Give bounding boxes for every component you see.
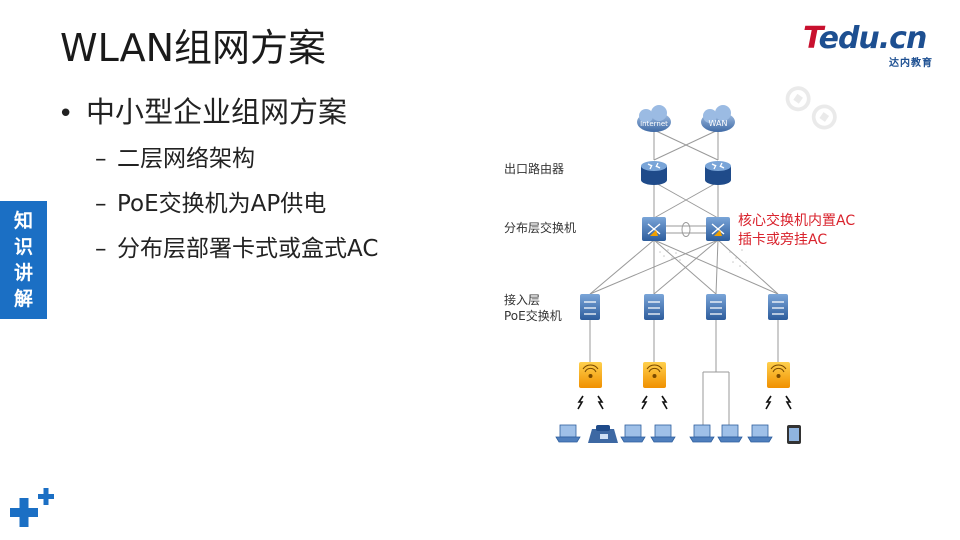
cloud-internet-icon: Internet [637,105,671,132]
distribution-switch-icon [706,217,730,241]
cloud-wan-icon: WAN [701,105,735,132]
knowledge-tab: 知 识 讲 解 [0,201,47,319]
note-ac-card: 插卡或旁挂AC [738,232,828,248]
distribution-switch-icon [642,217,666,241]
ip-phone-icon [588,425,618,443]
side-tab-char: 知 [13,210,33,232]
cloud-internet-label: Internet [640,120,668,128]
plus-decoration-icon [10,488,54,527]
laptop-icons [555,424,773,443]
bullet-dot: • [58,99,74,129]
label-access-layer: 接入层 [504,293,541,307]
wireless-signal-icons [577,395,792,410]
cloud-wan-label: WAN [709,119,728,128]
slide-title: WLAN组网方案 [60,26,327,70]
laptop-icon [717,424,743,443]
bullet-dash: – [95,191,107,217]
network-links [589,129,779,425]
side-tab-char: 解 [13,288,33,310]
access-point-icon [579,362,602,388]
laptop-icon [555,424,581,443]
tablet-icon [787,425,801,444]
access-point-icon [643,362,666,388]
bullet-dash: – [95,146,107,172]
ac-haze [659,249,747,267]
tedu-logo: Tedu.cn 达内教育 [803,21,935,70]
label-poe-switch: PoE交换机 [504,309,562,323]
access-switch-icon [706,294,726,320]
sub-bullet-2: –PoE交换机为AP供电 [95,188,326,220]
bullet-main: •中小型企业组网方案 [58,92,347,134]
access-switch-icon [580,294,600,320]
logo-subtitle: 达内教育 [889,58,933,69]
side-tab-char: 讲 [13,262,33,284]
side-tab-char: 识 [13,236,33,258]
router-icon [705,161,731,185]
sub-bullet-1: –二层网络架构 [95,143,255,175]
access-switch-icon [644,294,664,320]
laptop-icon [747,424,773,443]
laptop-icon [620,424,646,443]
access-point-icon [767,362,790,388]
note-core-switch-ac: 核心交换机内置AC [738,213,856,229]
label-egress-router: 出口路由器 [504,162,565,176]
sub-bullet-3: –分布层部署卡式或盒式AC [95,233,378,265]
label-distribution-switch: 分布层交换机 [504,221,577,235]
laptop-icon [689,424,715,443]
logo-wordmark: Tedu.cn [803,21,927,56]
access-switch-icon [768,294,788,320]
bullet-dash: – [95,236,107,262]
router-icon [641,161,667,185]
laptop-icon [650,424,676,443]
